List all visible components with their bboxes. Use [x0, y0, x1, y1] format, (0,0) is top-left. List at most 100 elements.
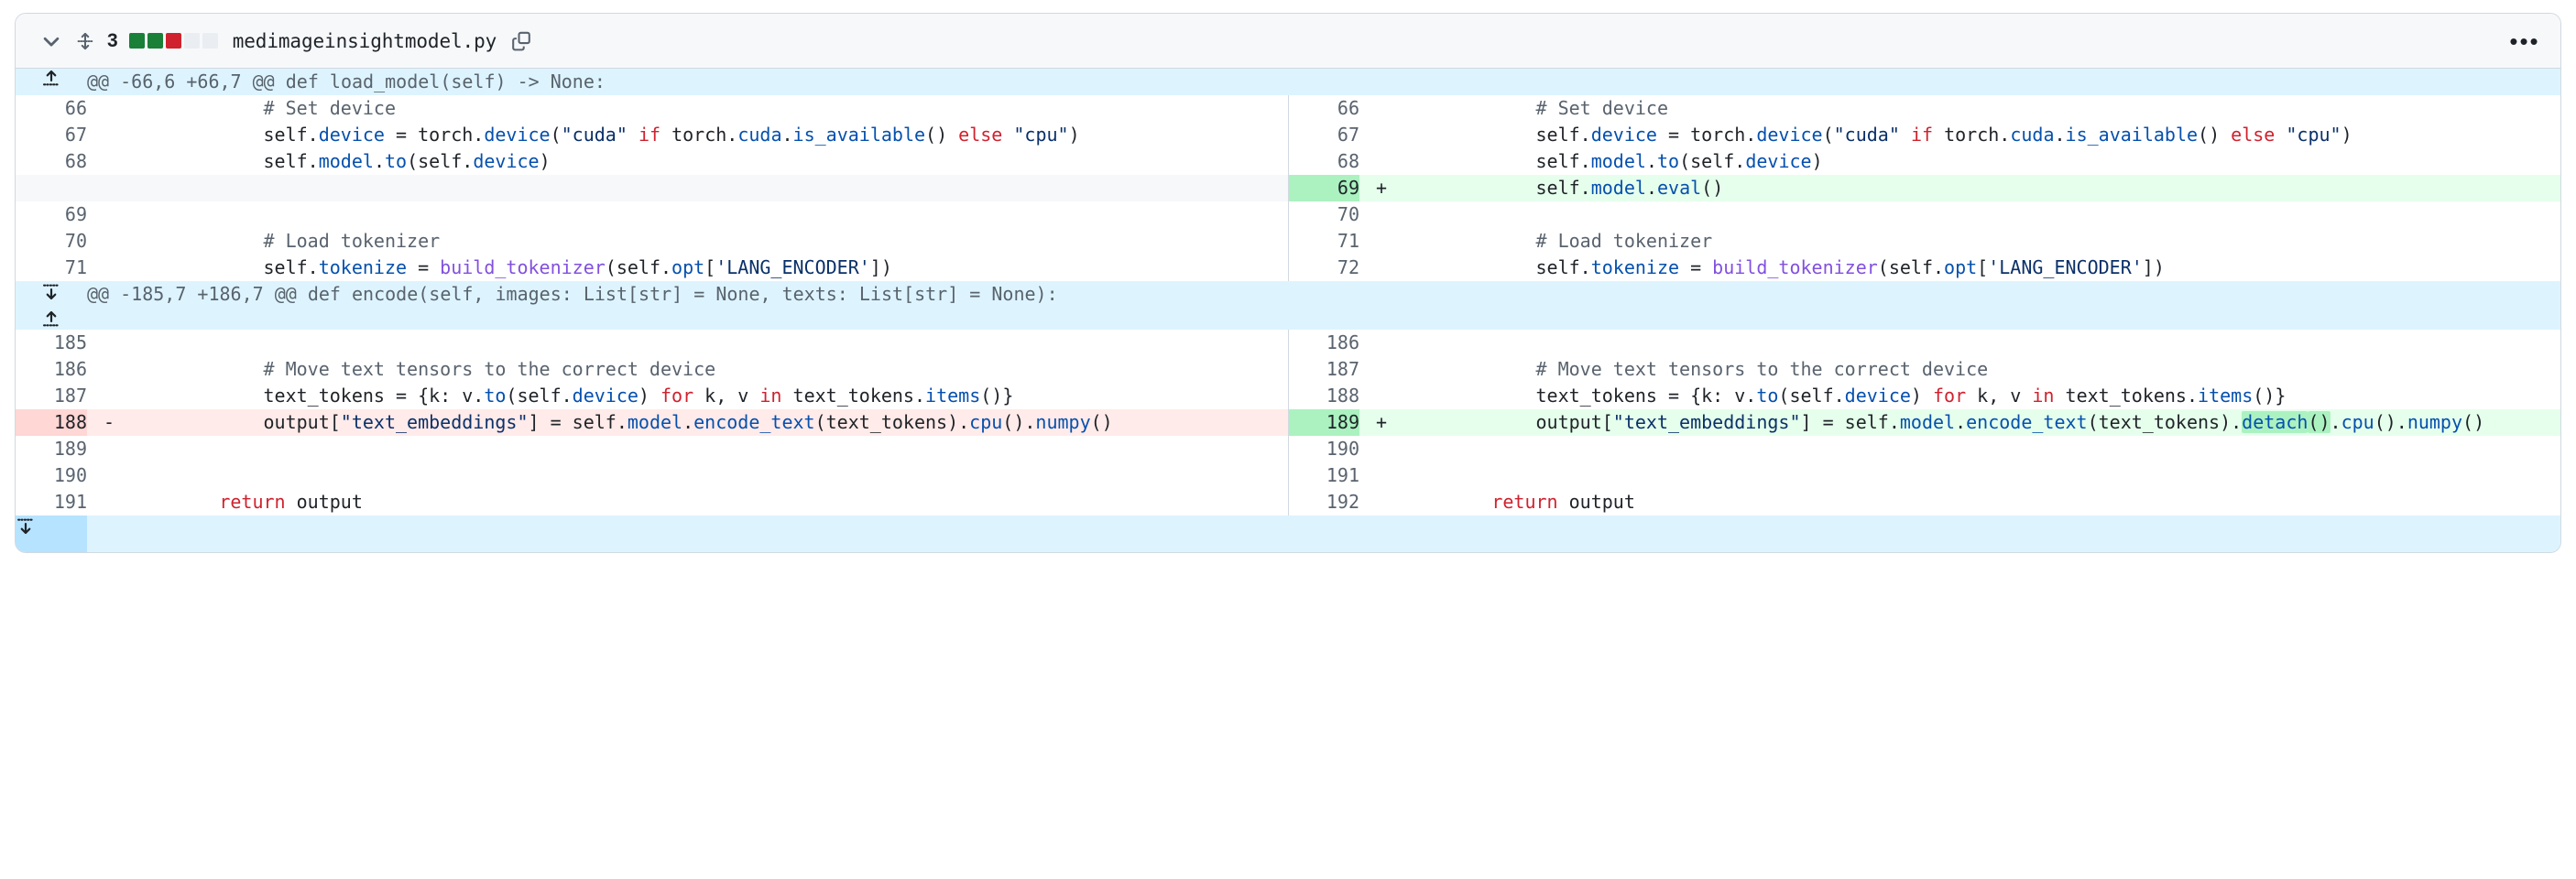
- line-number-right[interactable]: 66: [1288, 95, 1359, 122]
- code-right: self.device = torch.device("cuda" if tor…: [1403, 122, 2560, 148]
- diff-row: 185 186: [16, 330, 2560, 356]
- line-number-left[interactable]: 186: [16, 356, 87, 383]
- diff-marker-right: [1359, 489, 1403, 515]
- line-number-right[interactable]: 71: [1288, 228, 1359, 255]
- code-left: self.device = torch.device("cuda" if tor…: [131, 122, 1289, 148]
- code-left: output["text_embeddings"] = self.model.e…: [131, 409, 1289, 436]
- line-number-left[interactable]: 187: [16, 383, 87, 409]
- line-number-right[interactable]: 68: [1288, 148, 1359, 175]
- code-left: self.tokenize = build_tokenizer(self.opt…: [131, 255, 1289, 281]
- line-number-left[interactable]: 68: [16, 148, 87, 175]
- line-number-left[interactable]: [16, 175, 87, 201]
- diff-row: 71 self.tokenize = build_tokenizer(self.…: [16, 255, 2560, 281]
- expand-footer-row[interactable]: [16, 515, 2560, 552]
- diff-row: 69 70: [16, 201, 2560, 228]
- diff-marker-right: [1359, 255, 1403, 281]
- copy-icon[interactable]: [506, 26, 537, 57]
- expand-down-icon[interactable]: [41, 281, 61, 301]
- diff-marker-left: [87, 148, 131, 175]
- code-right: [1403, 462, 2560, 489]
- diff-marker-right: [1359, 122, 1403, 148]
- changes-count: 3: [107, 29, 118, 51]
- code-left: [131, 175, 1289, 201]
- diffstat-blocks: [128, 33, 218, 49]
- line-number-left[interactable]: 189: [16, 436, 87, 462]
- code-right: [1403, 330, 2560, 356]
- diff-marker-right: [1359, 95, 1403, 122]
- diff-marker-left: [87, 228, 131, 255]
- diff-marker-right: [1359, 330, 1403, 356]
- chevron-down-icon[interactable]: [36, 26, 67, 57]
- line-number-right[interactable]: 187: [1288, 356, 1359, 383]
- diff-file-container: 3 medimageinsightmodel.py ••• @@ -66,6 +…: [15, 13, 2561, 553]
- diff-marker-left: [87, 95, 131, 122]
- line-number-left[interactable]: 191: [16, 489, 87, 515]
- code-left: [131, 201, 1289, 228]
- line-number-left[interactable]: 190: [16, 462, 87, 489]
- code-right: output["text_embeddings"] = self.model.e…: [1403, 409, 2560, 436]
- line-number-right[interactable]: 72: [1288, 255, 1359, 281]
- line-number-right[interactable]: 189: [1288, 409, 1359, 436]
- line-number-left[interactable]: 66: [16, 95, 87, 122]
- code-right: self.model.to(self.device): [1403, 148, 2560, 175]
- hunk-header-row: @@ -185,7 +186,7 @@ def encode(self, ima…: [16, 281, 2560, 330]
- file-name: medimageinsightmodel.py: [232, 29, 497, 52]
- hunk-header-text: @@ -185,7 +186,7 @@ def encode(self, ima…: [87, 281, 2560, 330]
- line-number-right[interactable]: 186: [1288, 330, 1359, 356]
- diff-marker-right: +: [1359, 175, 1403, 201]
- diff-row: 188- output["text_embeddings"] = self.mo…: [16, 409, 2560, 436]
- diff-marker-left: -: [87, 409, 131, 436]
- diff-marker-right: [1359, 228, 1403, 255]
- line-number-right[interactable]: 191: [1288, 462, 1359, 489]
- hunk-expand-cell[interactable]: [16, 281, 87, 330]
- code-right: return output: [1403, 489, 2560, 515]
- code-left: [131, 436, 1289, 462]
- line-number-right[interactable]: 69: [1288, 175, 1359, 201]
- move-vertical-icon[interactable]: [69, 26, 102, 57]
- line-number-right[interactable]: 70: [1288, 201, 1359, 228]
- diff-marker-left: [87, 255, 131, 281]
- line-number-right[interactable]: 188: [1288, 383, 1359, 409]
- code-left: # Load tokenizer: [131, 228, 1289, 255]
- hunk-expand-cell[interactable]: [16, 69, 87, 95]
- diff-row: 189 190: [16, 436, 2560, 462]
- expand-up-icon[interactable]: [41, 69, 61, 89]
- line-number-left[interactable]: 71: [16, 255, 87, 281]
- code-left: text_tokens = {k: v.to(self.device) for …: [131, 383, 1289, 409]
- line-number-right[interactable]: 192: [1288, 489, 1359, 515]
- code-right: self.tokenize = build_tokenizer(self.opt…: [1403, 255, 2560, 281]
- code-left: # Move text tensors to the correct devic…: [131, 356, 1289, 383]
- expand-up-icon[interactable]: [41, 309, 61, 330]
- diff-marker-left: [87, 462, 131, 489]
- expand-down-icon[interactable]: [16, 515, 87, 536]
- line-number-left[interactable]: 185: [16, 330, 87, 356]
- line-number-left[interactable]: 67: [16, 122, 87, 148]
- diff-row: 186 # Move text tensors to the correct d…: [16, 356, 2560, 383]
- kebab-horizontal-icon[interactable]: •••: [2509, 27, 2540, 55]
- line-number-right[interactable]: 190: [1288, 436, 1359, 462]
- line-number-right[interactable]: 67: [1288, 122, 1359, 148]
- code-right: # Move text tensors to the correct devic…: [1403, 356, 2560, 383]
- diff-marker-left: [87, 201, 131, 228]
- code-right: [1403, 436, 2560, 462]
- diff-marker-left: [87, 175, 131, 201]
- diffstat-square-neutral: [202, 33, 218, 49]
- diffstat-square-neutral: [183, 33, 200, 49]
- diff-marker-left: [87, 356, 131, 383]
- diff-marker-right: [1359, 148, 1403, 175]
- diff-row: 187 text_tokens = {k: v.to(self.device) …: [16, 383, 2560, 409]
- diff-marker-right: +: [1359, 409, 1403, 436]
- expand-footer-cell[interactable]: [16, 515, 87, 552]
- code-right: text_tokens = {k: v.to(self.device) for …: [1403, 383, 2560, 409]
- code-right: # Set device: [1403, 95, 2560, 122]
- line-number-left[interactable]: 70: [16, 228, 87, 255]
- diffstat-square-del: [165, 33, 181, 49]
- code-left: [131, 462, 1289, 489]
- expand-footer-filler: [87, 515, 2560, 552]
- code-left: [131, 330, 1289, 356]
- line-number-left[interactable]: 69: [16, 201, 87, 228]
- line-number-left[interactable]: 188: [16, 409, 87, 436]
